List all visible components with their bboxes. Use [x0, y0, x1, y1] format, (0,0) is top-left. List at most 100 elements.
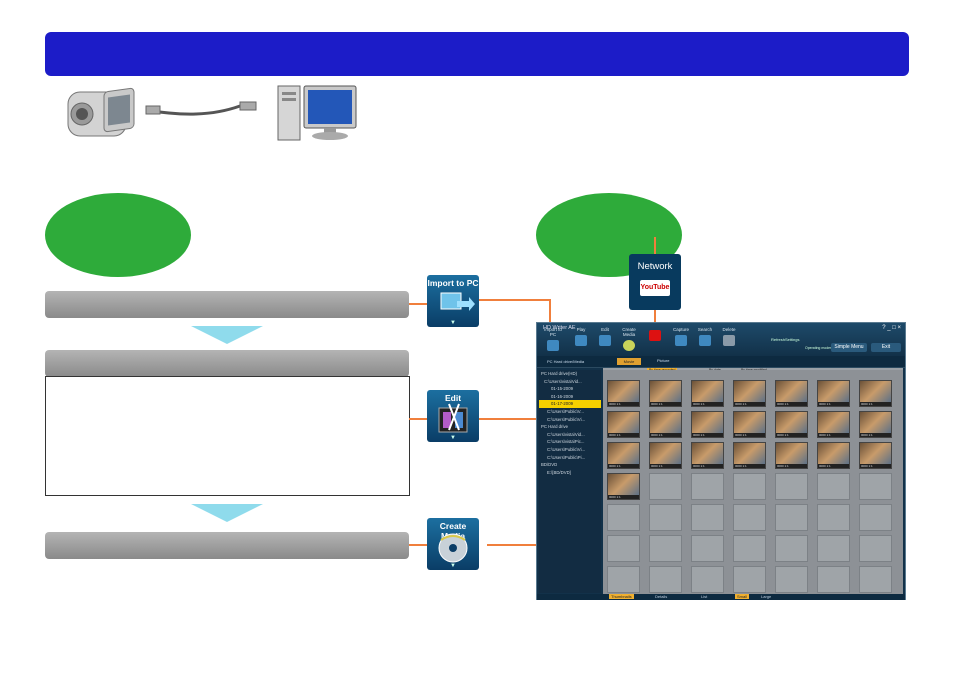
- refresh-label[interactable]: Refresh: [771, 337, 786, 342]
- thumbnail[interactable]: 0000 1:1: [733, 380, 766, 407]
- thumbnail[interactable]: 0000 1:1: [607, 380, 640, 407]
- thumbnail[interactable]: [775, 504, 808, 531]
- thumbnail[interactable]: [733, 535, 766, 562]
- toolbar-import[interactable]: Import to PC: [541, 327, 565, 351]
- view-list[interactable]: List: [701, 594, 708, 599]
- tree-item[interactable]: PC Hard drive(HD): [541, 371, 578, 376]
- thumbnail[interactable]: [775, 566, 808, 593]
- thumbnail[interactable]: 0000 1:1: [775, 442, 808, 469]
- thumbnail[interactable]: 0000 1:1: [691, 442, 724, 469]
- create-media-tile[interactable]: Create Media ▼: [427, 518, 479, 570]
- thumbnail[interactable]: 0000 1:1: [817, 442, 850, 469]
- thumbnail[interactable]: [607, 504, 640, 531]
- thumbnail[interactable]: 0000 1:1: [733, 411, 766, 438]
- toolbar-edit[interactable]: Edit: [593, 327, 617, 346]
- thumbnail[interactable]: 0000 1:1: [607, 442, 640, 469]
- thumbnail-label: 0000 1:1: [608, 464, 639, 468]
- tree-item[interactable]: C:\Users\vista\Pic...: [547, 439, 585, 445]
- thumbnail[interactable]: 0000 1:1: [649, 380, 682, 407]
- thumbnail[interactable]: [649, 566, 682, 593]
- tree-item[interactable]: BD/DVD: [541, 462, 558, 468]
- thumbnail[interactable]: 0000 1:1: [775, 411, 808, 438]
- tree-item[interactable]: C:\Users\Public\Pi...: [547, 454, 586, 460]
- thumbnail[interactable]: 0000 1:1: [859, 411, 892, 438]
- view-details[interactable]: Details: [655, 594, 668, 599]
- thumbnail[interactable]: [691, 473, 724, 500]
- thumbnail[interactable]: [817, 566, 850, 593]
- tree-item[interactable]: PC Hard drive: [541, 424, 568, 430]
- thumbnail[interactable]: 0000 1:1: [817, 411, 850, 438]
- view-thumbnails[interactable]: Thumbnails: [609, 594, 634, 599]
- simple-menu-button[interactable]: Simple Menu: [831, 343, 867, 352]
- thumbnail[interactable]: [817, 473, 850, 500]
- thumbnail[interactable]: 0000 1:1: [607, 473, 640, 500]
- thumbnail[interactable]: 0000 1:1: [817, 380, 850, 407]
- thumbnail[interactable]: [733, 473, 766, 500]
- youtube-logo-icon: YouTube: [640, 280, 670, 296]
- thumbnail[interactable]: [733, 566, 766, 593]
- thumbnail[interactable]: [859, 473, 892, 500]
- tree-item[interactable]: C:\Users\vista\Vid...: [544, 378, 582, 384]
- tab-movie[interactable]: Movie: [617, 358, 641, 365]
- thumbnail[interactable]: [607, 566, 640, 593]
- import-icon: [547, 340, 559, 351]
- thumbnail[interactable]: 0000 1:1: [649, 442, 682, 469]
- thumbnail[interactable]: [649, 473, 682, 500]
- thumbnail[interactable]: [775, 535, 808, 562]
- edit-tile[interactable]: Edit ▼: [427, 390, 479, 442]
- monitor-icon: [303, 85, 357, 140]
- toolbar-capture[interactable]: Capture: [669, 327, 693, 346]
- size-large[interactable]: Large: [761, 594, 772, 599]
- thumbnail[interactable]: [733, 504, 766, 531]
- tree-item[interactable]: 01-15-2009: [551, 386, 573, 392]
- thumbnail[interactable]: [859, 504, 892, 531]
- thumbnail-label: 0000 1:1: [650, 433, 681, 437]
- tab-picture[interactable]: Picture: [657, 358, 670, 363]
- camera-pc-illustration: [62, 84, 362, 150]
- tree-item[interactable]: E:\[BD/DVD]: [547, 469, 571, 475]
- tree-item[interactable]: 01-16-2009: [551, 393, 573, 399]
- settings-label[interactable]: Settings: [785, 337, 800, 342]
- thumbnail[interactable]: 0000 1:1: [859, 380, 892, 407]
- import-to-pc-tile[interactable]: Import to PC ▼: [427, 275, 479, 327]
- thumbnail[interactable]: 0000 1:1: [733, 442, 766, 469]
- thumbnail-label: 0000 1:1: [776, 464, 807, 468]
- thumbnail[interactable]: [859, 535, 892, 562]
- thumbnail[interactable]: 0000 1:1: [859, 442, 892, 469]
- thumbnail[interactable]: [649, 535, 682, 562]
- network-tile[interactable]: Network YouTube: [629, 254, 681, 310]
- toolbar-play[interactable]: Play: [569, 327, 593, 346]
- tree-item[interactable]: C:\Users\Public\V...: [547, 408, 584, 414]
- thumbnail[interactable]: [691, 566, 724, 593]
- thumbnail[interactable]: [691, 504, 724, 531]
- window-controls[interactable]: ? _ □ ×: [882, 325, 901, 331]
- thumbnail[interactable]: 0000 1:1: [691, 380, 724, 407]
- down-arrow-2: [191, 504, 263, 522]
- toolbar-delete[interactable]: Delete: [717, 327, 741, 346]
- tree-item[interactable]: C:\Users\Public\Vi...: [547, 446, 586, 452]
- tree-item[interactable]: C:\Users\vista\Vid...: [547, 431, 585, 437]
- thumbnail[interactable]: [817, 504, 850, 531]
- thumbnail[interactable]: [607, 535, 640, 562]
- tree-item-selected[interactable]: 01-17-2009: [539, 400, 601, 408]
- play-icon: [575, 335, 587, 346]
- exit-button[interactable]: Exit: [871, 343, 901, 352]
- app-title: HD Writer AE: [543, 325, 576, 331]
- thumbnail[interactable]: [817, 535, 850, 562]
- toolbar-create-media[interactable]: Create Media: [617, 327, 641, 351]
- thumbnail[interactable]: 0000 1:1: [607, 411, 640, 438]
- thumbnail[interactable]: 0000 1:1: [775, 380, 808, 407]
- thumbnail-label: 0000 1:1: [776, 433, 807, 437]
- thumbnail[interactable]: 0000 1:1: [649, 411, 682, 438]
- thumbnail[interactable]: [859, 566, 892, 593]
- chevron-down-icon: ▼: [450, 563, 456, 569]
- size-small[interactable]: Small: [735, 594, 750, 599]
- tree-item[interactable]: C:\Users\Public\Vi...: [547, 416, 586, 422]
- thumbnail[interactable]: [649, 504, 682, 531]
- toolbar-search[interactable]: Search: [693, 327, 717, 346]
- toolbar-youtube[interactable]: [643, 327, 667, 341]
- thumbnail[interactable]: 0000 1:1: [691, 411, 724, 438]
- thumbnail[interactable]: [691, 535, 724, 562]
- camcorder-icon: [67, 87, 135, 137]
- thumbnail[interactable]: [775, 473, 808, 500]
